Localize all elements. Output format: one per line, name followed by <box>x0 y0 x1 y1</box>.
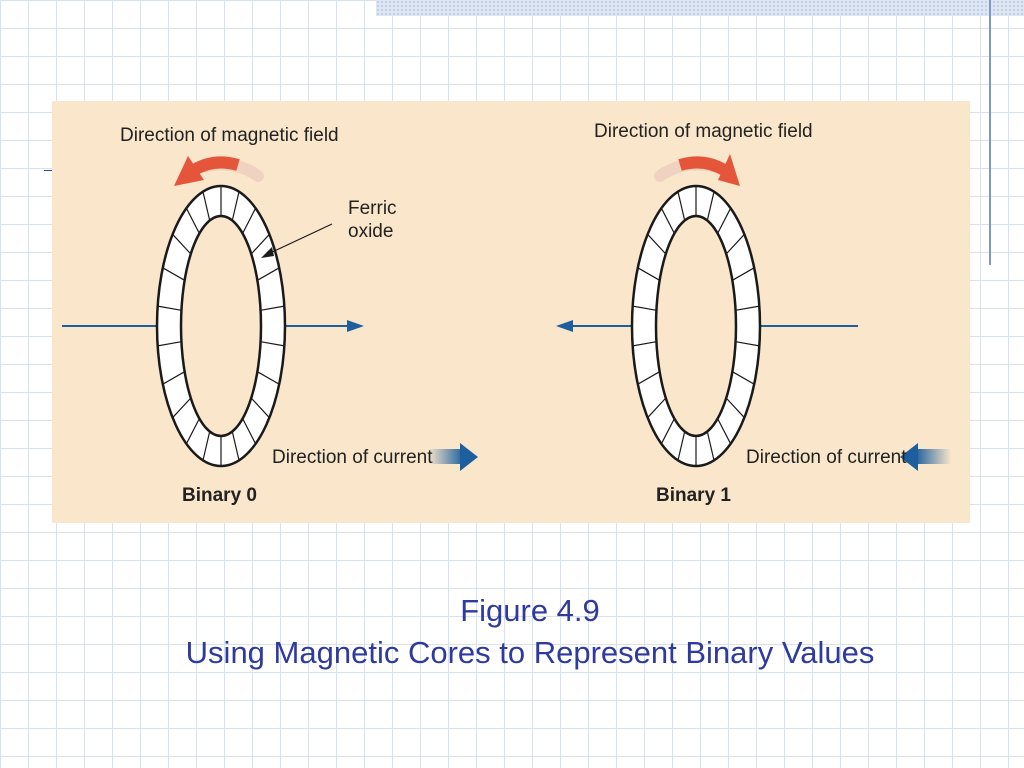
core-segment-divider <box>637 267 660 281</box>
current-arrowhead-right-icon <box>347 320 364 332</box>
core-segment-divider <box>250 397 270 419</box>
core-segment-divider <box>735 305 760 311</box>
magnetic-core-ring-right <box>630 184 762 468</box>
core-segment-divider <box>260 341 285 347</box>
field-arrow-body-left <box>190 156 240 176</box>
core-segment-divider <box>647 233 667 255</box>
core-segment-divider <box>717 418 732 445</box>
core-segment-divider <box>162 267 185 281</box>
core-segment-divider <box>257 371 280 385</box>
core-segment-divider <box>242 418 257 445</box>
core-segment-divider <box>706 191 715 221</box>
field-arrow-body-right <box>678 156 728 176</box>
core-segment-divider <box>231 191 240 221</box>
binary-0-label: Binary 0 <box>182 485 257 506</box>
field-label-left: Direction of magnetic field <box>120 125 339 146</box>
core-segment-divider <box>242 207 257 234</box>
core-segment-divider <box>202 191 211 221</box>
core-segment-divider <box>632 305 657 311</box>
ferric-oxide-pointer <box>267 223 333 255</box>
core-segment-divider <box>202 431 211 461</box>
caption-figure-number: Figure 4.9 <box>460 593 600 628</box>
core-segment-divider <box>725 397 745 419</box>
core-segment-divider <box>157 341 182 347</box>
core-segment-divider <box>660 207 675 234</box>
core-segment-divider <box>157 305 182 311</box>
core-segment-divider <box>162 371 185 385</box>
caption-title: Using Magnetic Cores to Represent Binary… <box>185 635 875 670</box>
core-segment-divider <box>677 191 686 221</box>
magnetic-core-ring-left <box>155 184 287 468</box>
current-label-right: Direction of current <box>746 447 907 468</box>
core-segment-divider <box>231 431 240 461</box>
core-segment-divider <box>637 371 660 385</box>
right-decorative-rule <box>989 0 991 265</box>
current-label-left: Direction of current <box>272 447 433 468</box>
binary-1-group: Direction of magnetic field Direction of… <box>556 121 951 506</box>
core-segment-divider <box>185 418 200 445</box>
current-direction-left-icon <box>900 443 918 471</box>
field-arrow-counterclockwise-icon <box>174 156 204 186</box>
core-segment-divider <box>706 431 715 461</box>
core-segment-divider <box>647 397 667 419</box>
field-arrow-clockwise-icon <box>718 154 740 186</box>
core-segment-divider <box>172 397 192 419</box>
figure-caption: Figure 4.9 Using Magnetic Cores to Repre… <box>112 590 948 674</box>
binary-0-group: Direction of magnetic field Ferric oxide… <box>62 125 478 506</box>
core-segment-divider <box>732 371 755 385</box>
core-segment-divider <box>725 233 745 255</box>
core-segment-divider <box>172 233 192 255</box>
core-segment-divider <box>735 341 760 347</box>
core-segment-divider <box>732 267 755 281</box>
ferric-oxide-pointer-head-icon <box>261 247 274 258</box>
ferric-label-line2: oxide <box>348 221 393 242</box>
left-decorative-tick <box>44 170 54 171</box>
current-direction-right-icon <box>460 443 478 471</box>
binary-1-label: Binary 1 <box>656 485 731 506</box>
core-segment-divider <box>717 207 732 234</box>
field-label-right: Direction of magnetic field <box>594 121 813 142</box>
current-indicator-tail-right <box>915 449 951 464</box>
core-segment-divider <box>260 305 285 311</box>
top-decorative-band <box>376 0 1024 16</box>
core-segment-divider <box>677 431 686 461</box>
core-segment-divider <box>257 267 280 281</box>
ferric-label-line1: Ferric <box>348 198 397 219</box>
current-indicator-tail-left <box>428 449 464 464</box>
core-segment-divider <box>185 207 200 234</box>
core-segment-divider <box>660 418 675 445</box>
current-arrowhead-left-icon <box>556 320 573 332</box>
core-segment-divider <box>632 341 657 347</box>
core-segment-divider <box>250 233 270 255</box>
